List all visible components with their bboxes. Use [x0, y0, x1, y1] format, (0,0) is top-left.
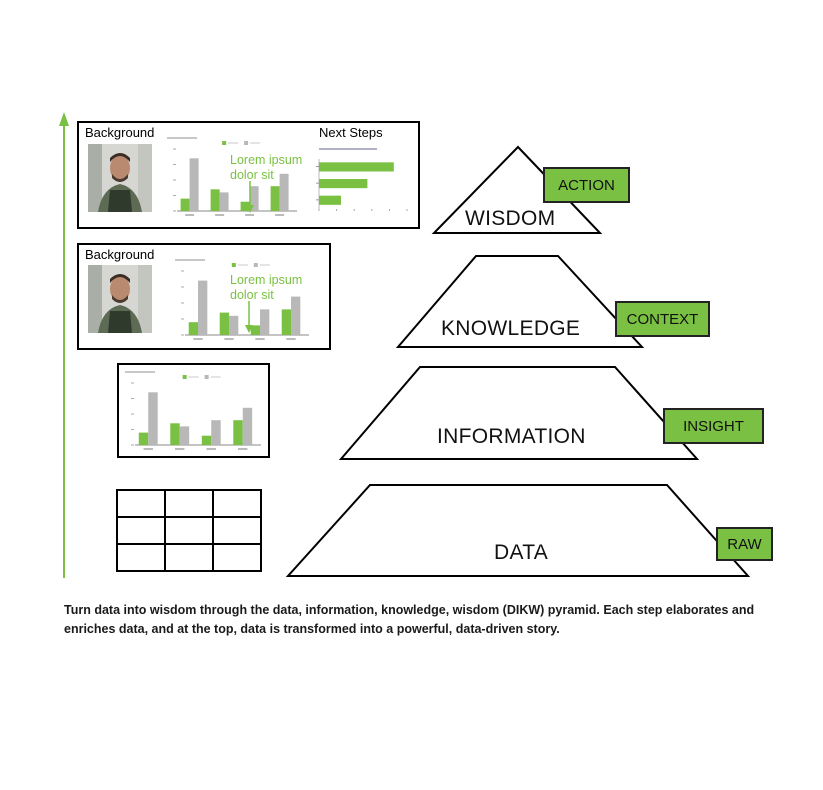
table-cell: [212, 489, 262, 518]
bar-series-2: [229, 315, 239, 335]
bar-series-2: [242, 407, 253, 445]
level-label-information: INFORMATION: [437, 425, 586, 448]
bar-series-1: [233, 420, 243, 445]
level-label-data: DATA: [494, 541, 549, 564]
bar-series-1: [281, 309, 292, 335]
bar: [319, 195, 341, 205]
bar: [319, 162, 394, 172]
tag-action: ACTION: [543, 167, 630, 203]
bar-series-2: [219, 192, 229, 211]
bar-series-1: [170, 423, 180, 445]
bar-series-2: [291, 296, 301, 335]
tag-context: CONTEXT: [615, 301, 710, 337]
next-steps-title: Next Steps: [319, 125, 383, 140]
legend-swatch: [204, 375, 209, 379]
bar-series-2: [249, 186, 259, 211]
knowledge-bar-chart: [173, 257, 313, 345]
background-title: Background: [85, 247, 155, 262]
table-cell: [116, 543, 166, 572]
bar-series-1: [201, 435, 212, 445]
bar-series-2: [279, 173, 289, 211]
tag-raw: RAW: [716, 527, 773, 561]
background-title: Background: [85, 125, 155, 140]
bar-series-2: [148, 392, 158, 445]
table-row: [116, 489, 262, 518]
annotation-line-2: dolor sit: [230, 288, 274, 302]
knowledge-panel: Background Lorem ipsum dolor sit: [77, 243, 331, 350]
annotation-line-1: Lorem ipsum: [230, 273, 303, 287]
bar-series-2: [198, 280, 208, 335]
annotation-line-2: dolor sit: [230, 168, 274, 182]
legend-swatch: [222, 141, 227, 145]
bar-series-2: [179, 426, 190, 445]
annotation-line-1: Lorem ipsum: [230, 153, 303, 167]
pyramid-level-knowledge: [395, 255, 645, 348]
bar-series-2: [260, 309, 270, 335]
tag-insight: INSIGHT: [663, 408, 764, 444]
legend-swatch: [231, 263, 236, 267]
table-cell: [116, 516, 166, 545]
bar-series-1: [180, 198, 190, 211]
presenter-photo: [88, 144, 152, 212]
bar-series-1: [210, 189, 220, 211]
pyramid: [285, 145, 751, 577]
table-cell: [164, 543, 214, 572]
bar-series-2: [189, 158, 199, 211]
bar-series-1: [270, 186, 280, 211]
bar-series-1: [240, 201, 250, 211]
pyramid-level-information: [338, 366, 700, 460]
wisdom-panel: Background Next Steps Lorem ipsum dolor …: [77, 121, 420, 229]
bar-series-1: [138, 432, 149, 445]
bar-series-1: [219, 312, 230, 335]
bar-series-1: [188, 322, 199, 335]
legend-swatch: [253, 263, 258, 267]
information-panel: [117, 363, 270, 458]
legend-swatch: [244, 141, 249, 145]
presenter-photo: [88, 265, 152, 333]
bar: [319, 179, 368, 189]
pyramid-level-data: [285, 484, 751, 577]
raw-data-table: [116, 489, 262, 572]
next-steps-hbar-chart: [311, 145, 411, 217]
table-cell: [116, 489, 166, 518]
legend-swatch: [182, 375, 187, 379]
table-cell: [164, 489, 214, 518]
level-label-wisdom: WISDOM: [465, 207, 556, 230]
information-bar-chart: [123, 369, 265, 455]
upward-arrow: [59, 112, 69, 578]
table-row: [116, 516, 262, 545]
table-row: [116, 543, 262, 572]
wisdom-bar-chart: [165, 135, 301, 221]
annotation-arrow: [245, 301, 253, 333]
table-cell: [212, 516, 262, 545]
table-cell: [164, 516, 214, 545]
annotation-arrow: [246, 181, 254, 213]
table-cell: [212, 543, 262, 572]
bar-series-2: [211, 420, 221, 445]
figure-caption: Turn data into wisdom through the data, …: [64, 603, 755, 636]
bar-series-1: [250, 325, 261, 335]
level-label-knowledge: KNOWLEDGE: [441, 317, 581, 340]
